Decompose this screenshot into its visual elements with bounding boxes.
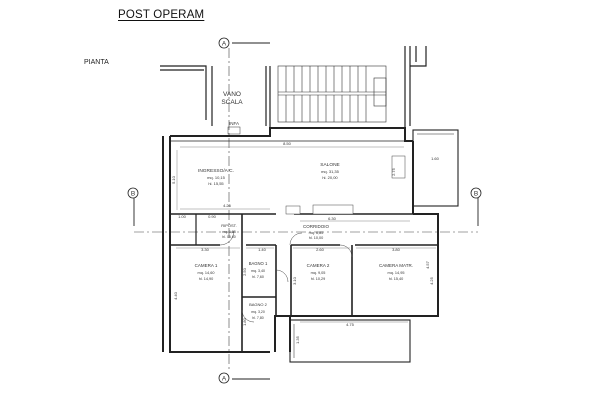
room-bagno1-hp: hl. 7,60: [252, 275, 264, 279]
dim-ingresso-w: 4.25: [223, 203, 232, 208]
door-swings: [219, 230, 353, 323]
dim-matr-h: 4.25: [429, 276, 434, 285]
room-ingresso-name: INGRESSO/A.C.: [198, 168, 234, 174]
dim-small2: 0.90: [208, 214, 217, 219]
plan-subtitle: PIANTA: [84, 59, 109, 66]
room-ripost-mq: mq. 1,85: [222, 230, 236, 234]
room-bagno2-name: BAGNO 2: [249, 302, 268, 307]
section-a-bottom-label: A: [222, 376, 227, 383]
room-ripost-hp: hl. 05,00: [222, 235, 235, 239]
dim-bagno2-h: 1.80: [242, 317, 247, 326]
balcony-right: [412, 129, 459, 207]
room-labels: INGRESSO/A.C. mq. 10,15 hl. 15,55 SALONE…: [195, 162, 413, 320]
dim-salone-width: 8.50: [283, 141, 292, 146]
room-salone-mq: mq. 31,35: [321, 169, 340, 174]
dim-cam2-h: 3.10: [292, 276, 297, 285]
room-corridoio-name: CORRIDOIO: [303, 224, 330, 229]
room-ingresso-hp: hl. 15,55: [208, 181, 224, 186]
dim-ingresso-h: 5.10: [171, 175, 176, 184]
room-camera1-name: CAMERA 1: [195, 263, 218, 268]
room-camera1-mq: mq. 14,60: [198, 271, 215, 275]
section-b-right-label: B: [474, 191, 478, 198]
dim-matr-w: 3.80: [392, 247, 401, 252]
dim-right-h: 4.57: [425, 260, 430, 269]
stair-small-label: INFA: [229, 121, 239, 126]
room-corridoio-hp: hl. 10,00: [309, 236, 324, 240]
room-ingresso-mq: mq. 10,15: [207, 175, 226, 180]
page-title: POST OPERAM: [118, 9, 205, 21]
dim-bagno1-h: 2.50: [242, 267, 247, 276]
section-b-right-marker: [470, 187, 482, 199]
room-ripost-name: RIPOST.: [221, 223, 237, 228]
room-salone-name: SALONE: [320, 162, 339, 168]
apartment-outer-walls: [162, 127, 439, 353]
room-camera-matr-hp: hl. 15,40: [389, 277, 404, 281]
room-bagno2-mq: mq. 3,20: [251, 310, 265, 314]
dimension-lines: [176, 146, 436, 323]
dim-bagno1-w: 1.40: [258, 247, 267, 252]
dimension-labels: 8.50 5.10 2.75 1.60 4.25 6.30 3.30 1.40 …: [171, 141, 440, 344]
stair-label-1: VANO: [223, 91, 241, 98]
stair-flights: [277, 65, 387, 123]
section-b-left-label: B: [131, 191, 135, 198]
dim-cam1-w: 3.30: [201, 247, 210, 252]
room-salone-hp: hl. 20,00: [322, 175, 338, 180]
room-corridoio-mq: mq. 6,85: [309, 231, 324, 235]
dim-bottom-h: 1.35: [295, 335, 300, 344]
balcony-bottom: [289, 319, 411, 363]
meter-box: [227, 126, 241, 135]
room-camera2-hp: hl. 10,29: [311, 277, 326, 281]
stair-label-2: SCALA: [221, 99, 243, 106]
section-a-bottom-marker: [218, 372, 230, 384]
dim-corr-len: 6.30: [328, 216, 337, 221]
interior-walls: [170, 140, 438, 352]
section-b-left-marker: [127, 187, 139, 199]
dim-cam2-w: 2.60: [316, 247, 325, 252]
room-camera2-mq: mq. 9,05: [311, 271, 326, 275]
dim-salone-h: 2.75: [391, 167, 396, 176]
room-camera-matr-name: CAMERA MATR.: [379, 263, 413, 268]
dim-small1: 1.00: [178, 214, 187, 219]
section-a-top-marker: [218, 37, 230, 49]
room-camera2-name: CAMERA 2: [307, 263, 330, 268]
section-a-top-label: A: [222, 41, 227, 48]
dim-cam1-h: 4.40: [173, 291, 178, 300]
room-bagno2-hp: hl. 7,80: [252, 316, 264, 320]
room-camera-matr-mq: mq. 14,95: [388, 271, 405, 275]
window-openings: [285, 155, 406, 215]
dim-bottom-bal: 4.75: [346, 322, 355, 327]
dim-balcony-w: 1.60: [431, 156, 440, 161]
room-camera1-hp: hl. 14,90: [199, 277, 214, 281]
room-bagno1-mq: mq. 3,40: [251, 269, 265, 273]
upper-walls: [160, 46, 427, 130]
room-bagno1-name: BAGNO 1: [249, 261, 268, 266]
